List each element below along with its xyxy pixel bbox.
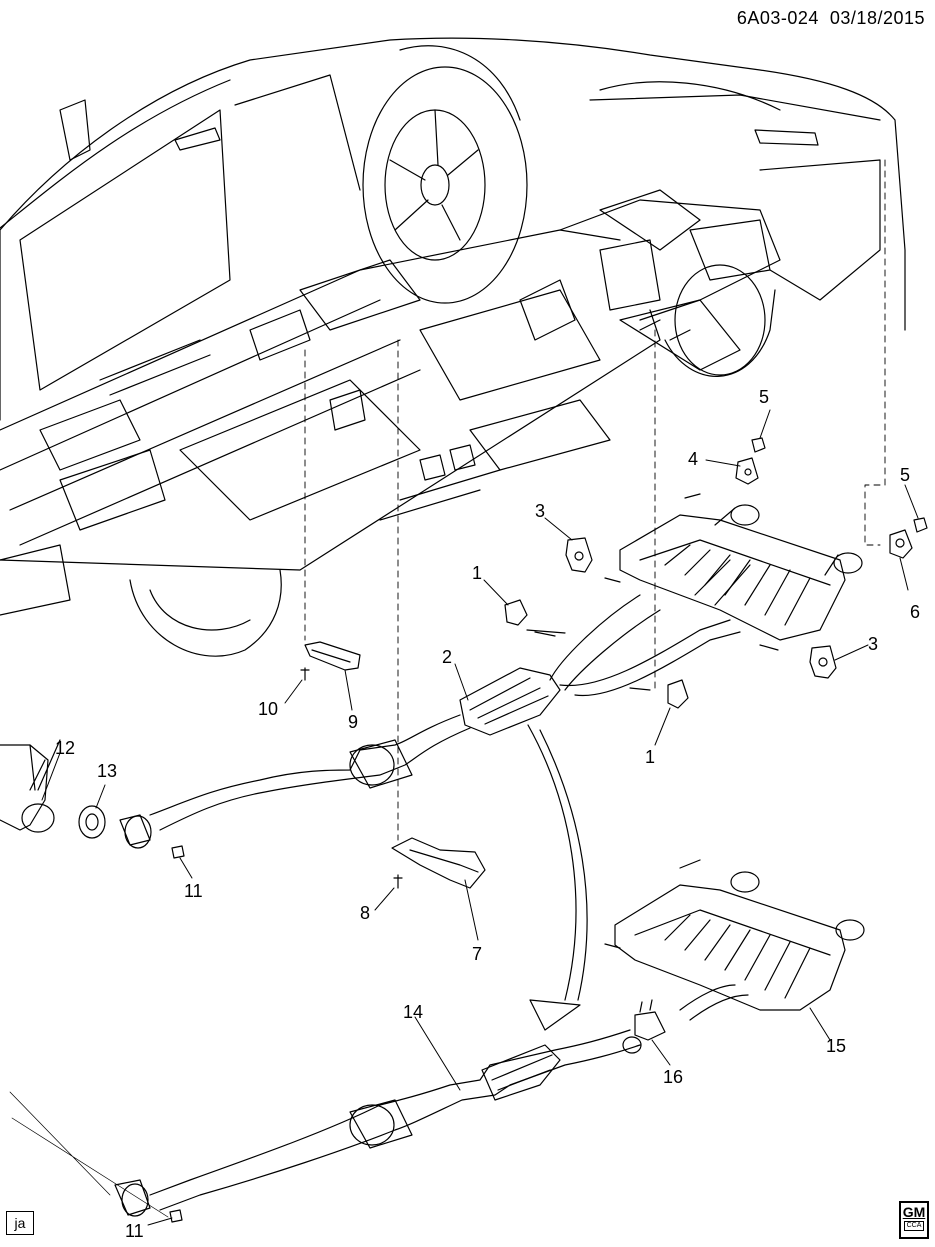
- bolt-10: [300, 667, 310, 681]
- callout-2: 2: [442, 647, 453, 667]
- front-wheel: [129, 569, 282, 657]
- nut-11-upper: [171, 845, 185, 859]
- callout-10: 10: [258, 699, 279, 719]
- isolator-3-upper: [565, 537, 593, 573]
- bracket-4: [735, 457, 759, 485]
- drawing-header: 6A03-024 03/18/2015: [737, 8, 925, 29]
- isolator-3-lower: [809, 645, 837, 679]
- drawing-code: 6A03-024: [736, 8, 819, 28]
- callout-5-upper: 5: [759, 387, 770, 407]
- upper-exhaust-assembly: [119, 493, 863, 849]
- callout-15: 15: [826, 1036, 847, 1056]
- bolt-8: [393, 874, 403, 889]
- far-rear-wheel: [664, 264, 776, 377]
- callout-1-upper: 1: [472, 563, 483, 583]
- bracket-6: [889, 529, 913, 559]
- illustrator-stamp: ja: [6, 1211, 34, 1235]
- lower-muffler-15: [604, 859, 865, 1021]
- gm-logo-mark: GM: [902, 1204, 926, 1220]
- underbody-floor: [0, 189, 781, 616]
- detail-arrow: [527, 724, 588, 1031]
- callout-12: 12: [55, 738, 76, 758]
- callout-8: 8: [360, 903, 371, 923]
- nut-11-lower: [169, 1209, 183, 1223]
- callout-11-upper: 11: [184, 881, 203, 901]
- callout-9: 9: [348, 712, 359, 732]
- gm-logo: GM CCA: [899, 1201, 929, 1239]
- callout-6: 6: [910, 602, 921, 622]
- callout-5-right: 5: [900, 465, 911, 485]
- clamp-16: [634, 999, 666, 1041]
- gasket: [78, 805, 106, 839]
- callout-leaders: [9, 409, 919, 1226]
- callout-16: 16: [663, 1067, 684, 1087]
- heat-shield-7: [391, 837, 486, 889]
- isolator-1-lower: [667, 679, 689, 709]
- callout-11-lower: 11: [125, 1221, 144, 1241]
- isolator-1-upper: [504, 599, 566, 634]
- callout-7: 7: [472, 944, 483, 964]
- nut-5-right: [913, 517, 928, 533]
- reference-lines: [304, 159, 886, 841]
- rear-wheel: [362, 45, 528, 304]
- catalytic-converter: [0, 739, 61, 833]
- vehicle-body: [0, 37, 906, 421]
- callout-3-upper: 3: [535, 501, 546, 521]
- callout-3-lower: 3: [868, 634, 879, 654]
- intermediate-pipe-14: [114, 1029, 642, 1217]
- callout-4: 4: [688, 449, 699, 469]
- callout-13: 13: [97, 761, 118, 781]
- nut-5-upper: [751, 437, 766, 453]
- callout-14: 14: [403, 1002, 424, 1022]
- gm-logo-sub: CCA: [904, 1221, 924, 1231]
- heat-shield-9: [304, 641, 361, 671]
- drawing-date: 03/18/2015: [829, 8, 925, 28]
- callout-1-lower: 1: [645, 747, 656, 767]
